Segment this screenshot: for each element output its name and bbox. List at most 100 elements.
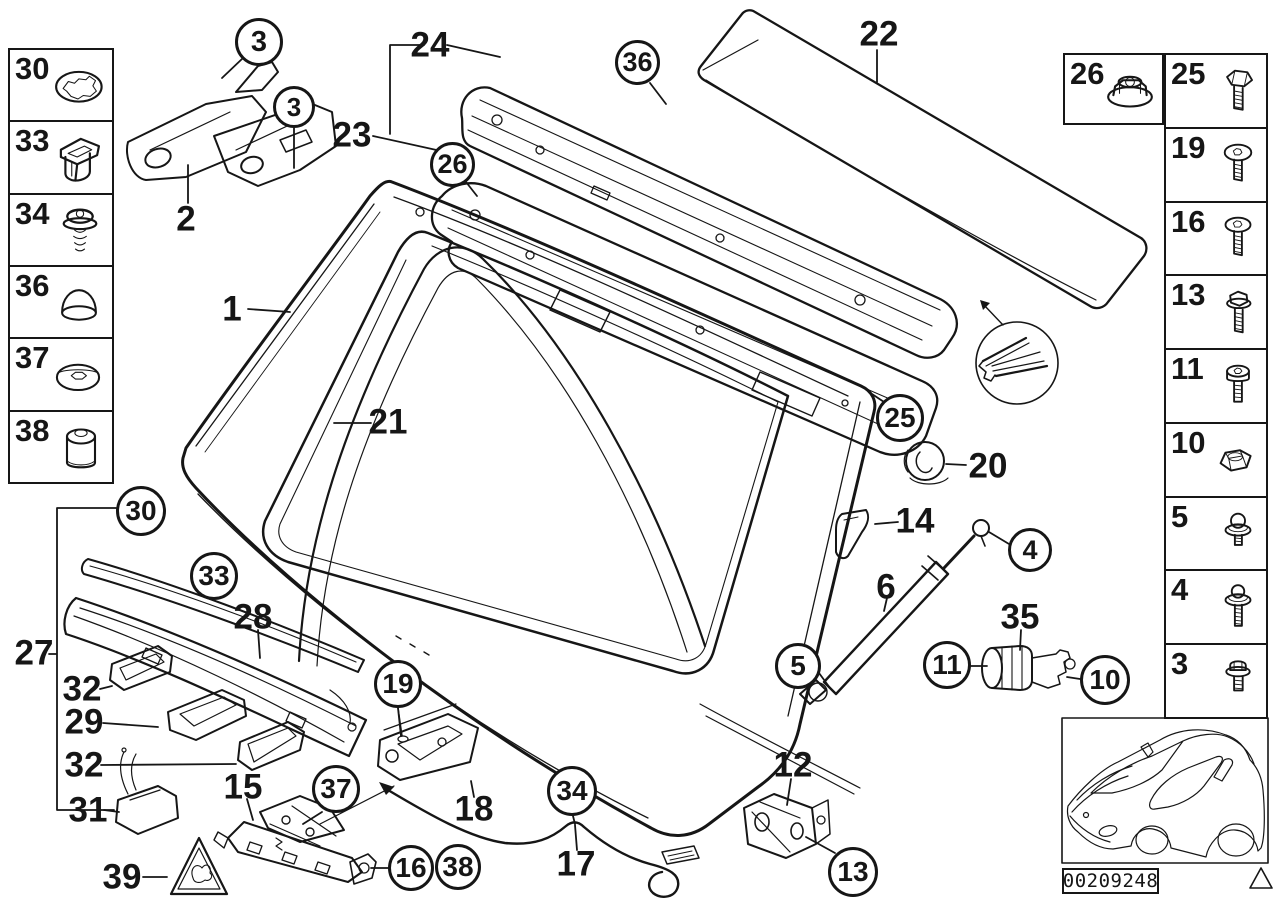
label-27[interactable]: 27 xyxy=(14,633,54,673)
callout-26[interactable]: 26 xyxy=(430,142,475,187)
screw-with-spring-washer-icon xyxy=(62,208,98,252)
stud-with-washer-icon xyxy=(1224,512,1252,546)
label-28[interactable]: 28 xyxy=(233,597,273,637)
car-inset xyxy=(1061,717,1269,864)
window-seal xyxy=(297,246,707,667)
side-bracket xyxy=(743,793,831,859)
wedge-spacer xyxy=(835,509,870,560)
part-number: 5 xyxy=(1171,498,1189,534)
callout-3b[interactable]: 3 xyxy=(273,86,315,128)
label-24[interactable]: 24 xyxy=(410,25,450,65)
label-14[interactable]: 14 xyxy=(895,501,935,541)
callout-33[interactable]: 33 xyxy=(190,552,238,600)
parts-cell-37[interactable]: 37 xyxy=(10,339,112,412)
parts-cell-33[interactable]: 33 xyxy=(10,122,112,195)
part-number: 4 xyxy=(1171,572,1189,608)
hex-flange-bolt-short-icon xyxy=(1225,660,1251,692)
protective-cap-icon xyxy=(65,428,97,469)
tailgate-body xyxy=(181,179,877,837)
label-32a[interactable]: 32 xyxy=(62,669,102,709)
callout-37[interactable]: 37 xyxy=(312,765,360,813)
label-32b[interactable]: 32 xyxy=(64,745,104,785)
part-number: 37 xyxy=(15,340,50,376)
spoiler-panel xyxy=(697,9,1148,310)
part-number: 16 xyxy=(1171,203,1206,239)
part-number: 3 xyxy=(1171,646,1189,682)
callout-30[interactable]: 30 xyxy=(116,486,166,536)
callout-3a[interactable]: 3 xyxy=(235,18,283,66)
leader-lines xyxy=(48,44,1081,878)
flat-washer-icon xyxy=(55,364,101,392)
label-23[interactable]: 23 xyxy=(332,115,372,155)
torx-cheese-screw-icon xyxy=(1226,364,1250,403)
callout-38[interactable]: 38 xyxy=(435,844,481,890)
bowden-cable xyxy=(379,782,700,898)
part-number: 13 xyxy=(1171,277,1206,313)
torx-pan-screw-icon xyxy=(1224,217,1252,257)
label-1[interactable]: 1 xyxy=(222,289,242,329)
callout-4[interactable]: 4 xyxy=(1008,528,1052,572)
callout-10[interactable]: 10 xyxy=(1080,655,1130,705)
callout-11[interactable]: 11 xyxy=(923,641,971,689)
parts-cell-38[interactable]: 38 xyxy=(10,412,112,482)
label-31[interactable]: 31 xyxy=(68,790,108,830)
callout-25[interactable]: 25 xyxy=(876,394,924,442)
lock-latch-mechanism xyxy=(213,785,395,885)
parts-cell-34[interactable]: 34 xyxy=(10,195,112,267)
label-12[interactable]: 12 xyxy=(773,745,813,785)
label-6[interactable]: 6 xyxy=(876,567,896,607)
parts-cell-10[interactable]: 10 xyxy=(1166,424,1266,498)
cage-nut-clip-icon xyxy=(59,138,101,183)
label-29[interactable]: 29 xyxy=(64,702,104,742)
callout-19[interactable]: 19 xyxy=(374,660,422,708)
label-21[interactable]: 21 xyxy=(368,402,408,442)
callout-36[interactable]: 36 xyxy=(615,40,660,85)
part-number: 30 xyxy=(15,51,50,86)
part-number: 26 xyxy=(1070,56,1105,91)
hex-nut-icon xyxy=(1219,449,1252,472)
lock-washer-icon xyxy=(55,70,103,103)
nut-box-26[interactable]: 26 xyxy=(1063,53,1164,125)
left-parts-column: 30 33 34 xyxy=(8,48,114,484)
parts-cell-30[interactable]: 30 xyxy=(10,50,112,123)
hex-bolt-icon xyxy=(1226,69,1253,111)
part-number: 34 xyxy=(15,195,50,231)
callout-16[interactable]: 16 xyxy=(388,845,434,891)
dome-grommet-icon xyxy=(61,289,97,321)
label-39[interactable]: 39 xyxy=(102,857,142,897)
label-22[interactable]: 22 xyxy=(859,14,899,54)
part-number: 11 xyxy=(1171,351,1204,387)
parts-cell-5[interactable]: 5 xyxy=(1166,498,1266,572)
parts-cell-11[interactable]: 11 xyxy=(1166,350,1266,424)
parts-cell-4[interactable]: 4 xyxy=(1166,571,1266,646)
parts-cell-25[interactable]: 25 xyxy=(1166,55,1266,129)
hex-flange-bolt-icon xyxy=(1226,290,1252,334)
image-id-box: 00209248 xyxy=(1062,868,1159,894)
label-2[interactable]: 2 xyxy=(176,199,196,239)
callout-13[interactable]: 13 xyxy=(828,847,878,897)
callout-34[interactable]: 34 xyxy=(547,766,597,816)
label-17[interactable]: 17 xyxy=(556,844,596,884)
torx-pan-screw-icon xyxy=(1223,143,1253,182)
label-35[interactable]: 35 xyxy=(1000,597,1040,637)
part-number: 36 xyxy=(15,267,50,303)
parts-cell-19[interactable]: 19 xyxy=(1166,129,1266,203)
parts-cell-3[interactable]: 3 xyxy=(1166,645,1266,717)
callout-5[interactable]: 5 xyxy=(775,643,821,689)
warning-label-part xyxy=(169,836,229,896)
label-20[interactable]: 20 xyxy=(968,446,1008,486)
bolt-with-washer-icon xyxy=(1224,584,1252,628)
part-number: 33 xyxy=(15,123,50,159)
trim-small-parts xyxy=(109,645,305,835)
parts-cell-16[interactable]: 16 xyxy=(1166,203,1266,277)
cowl-panel xyxy=(430,182,939,456)
striker-plate xyxy=(377,703,479,781)
label-15[interactable]: 15 xyxy=(223,767,263,807)
parts-cell-13[interactable]: 13 xyxy=(1166,276,1266,351)
right-parts-column: 25 19 16 xyxy=(1164,53,1268,719)
grommet xyxy=(903,441,949,485)
image-id: 00209248 xyxy=(1062,870,1159,892)
label-18[interactable]: 18 xyxy=(454,789,494,829)
parts-cell-36[interactable]: 36 xyxy=(10,267,112,340)
